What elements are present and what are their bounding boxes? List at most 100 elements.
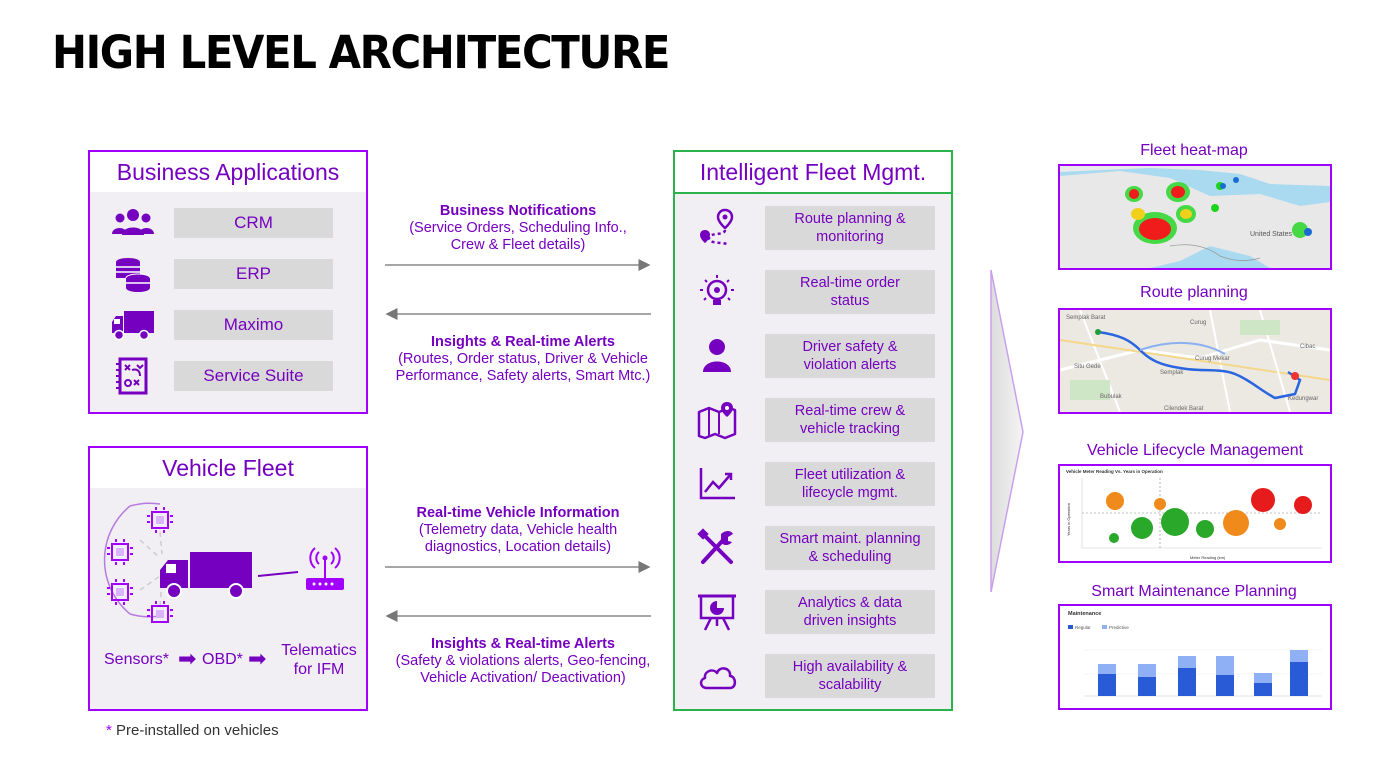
- vehicle-lifecycle-thumbnail: Vehicle Meter Reading Vs. Years in Opera…: [1058, 464, 1332, 563]
- flow-insights-alerts-business: Insights & Real-time Alerts (Routes, Ord…: [395, 334, 651, 384]
- ifm-item-route-planning: Route planning &monitoring: [675, 206, 951, 250]
- map-pin-icon: [697, 402, 737, 440]
- place-label: Situ Gede: [1074, 364, 1101, 370]
- fleet-heatmap-thumbnail: United States: [1058, 164, 1332, 270]
- heat-spot: [1180, 209, 1192, 219]
- bar-regular: [1254, 683, 1272, 696]
- bubble: [1131, 517, 1153, 539]
- ifm-item-driver-safety: Driver safety &violation alerts: [675, 334, 951, 378]
- bar-regular: [1138, 677, 1156, 696]
- vehicle-lifecycle-label: Vehicle Lifecycle Management: [1086, 442, 1304, 459]
- heat-spot: [1304, 228, 1312, 236]
- app-row-crm: CRM: [90, 203, 368, 243]
- cloud-icon: [699, 667, 737, 690]
- ifm-panel: Intelligent Fleet Mgmt. Route planning &…: [673, 150, 953, 711]
- place-label: Curug Mekar: [1195, 356, 1230, 362]
- users-icon: [112, 209, 154, 235]
- map-label: United States: [1250, 231, 1293, 238]
- place-label: Cibac: [1300, 344, 1315, 350]
- asterisk: *: [106, 722, 112, 739]
- bubble: [1196, 520, 1214, 538]
- ifm-label: Route planning &monitoring: [765, 206, 935, 250]
- bar-predictive: [1290, 650, 1308, 662]
- vehicle-sensor-diagram: [103, 502, 344, 623]
- lightbulb-gear-icon: [700, 275, 734, 305]
- smart-maintenance-label: Smart Maintenance Planning: [1091, 583, 1297, 600]
- app-label-crm: CRM: [174, 208, 333, 238]
- bar-regular: [1216, 675, 1234, 696]
- tools-icon: [697, 528, 733, 564]
- truck-icon: [112, 311, 154, 341]
- ifm-label: Driver safety &violation alerts: [765, 334, 935, 378]
- trend-chart-icon: [699, 468, 735, 500]
- bar-regular: [1098, 674, 1116, 696]
- app-label-erp: ERP: [174, 259, 333, 289]
- business-applications-panel: Business Applications CRM: [88, 150, 368, 414]
- ifm-label: High availability &scalability: [765, 654, 935, 698]
- bubble: [1251, 488, 1275, 512]
- bubble: [1109, 533, 1119, 543]
- chart-title: Maintenance: [1068, 611, 1101, 617]
- footnote: * Pre-installed on vehicles: [106, 722, 279, 739]
- place-label: Kedungwar: [1288, 396, 1318, 402]
- bar-regular: [1178, 668, 1196, 696]
- right-arrow-icon: ➡: [178, 646, 197, 671]
- ifm-item-fleet-utilization: Fleet utilization &lifecycle mgmt.: [675, 462, 951, 506]
- truck-icon: [160, 552, 252, 599]
- ifm-label: Smart maint. planning& scheduling: [765, 526, 935, 570]
- heat-spot: [1131, 208, 1145, 220]
- chart-title: Vehicle Meter Reading Vs. Years in Opera…: [1066, 469, 1163, 474]
- obd-label: OBD*: [202, 651, 243, 668]
- heat-spot: [1211, 204, 1219, 212]
- legend-predictive: Predictive: [1109, 625, 1129, 630]
- legend-regular: Regular: [1075, 625, 1091, 630]
- ifm-heading: Intelligent Fleet Mgmt.: [675, 152, 951, 194]
- bubble: [1294, 496, 1312, 514]
- ifm-item-smart-maintenance: Smart maint. planning& scheduling: [675, 526, 951, 570]
- bar-predictive: [1254, 673, 1272, 683]
- vehicle-fleet-panel: Vehicle Fleet: [88, 446, 368, 711]
- bubble: [1106, 492, 1124, 510]
- maintenance-bar-chart: Maintenance Regular Predictive: [1060, 606, 1330, 708]
- heat-spot: [1171, 186, 1185, 198]
- chip-icon: [147, 507, 173, 533]
- app-row-service-suite: Service Suite: [90, 356, 368, 396]
- chip-icon: [107, 579, 133, 605]
- bar-predictive: [1216, 656, 1234, 675]
- bar-predictive: [1098, 664, 1116, 674]
- heat-spot: [1220, 183, 1226, 189]
- y-axis-label: Years in Operation: [1066, 503, 1071, 536]
- app-row-erp: ERP: [90, 254, 368, 294]
- bubble: [1223, 510, 1249, 536]
- strategy-board-icon: [116, 357, 148, 395]
- ifm-label: Fleet utilization &lifecycle mgmt.: [765, 462, 935, 506]
- page-title: HIGH LEVEL ARCHITECTURE: [52, 26, 670, 79]
- right-arrow-icon: ➡: [248, 646, 267, 671]
- route-planning-label: Route planning: [1140, 284, 1248, 301]
- place-label: Curug: [1190, 320, 1206, 326]
- chip-icon: [147, 601, 173, 623]
- app-label-maximo: Maximo: [174, 310, 333, 340]
- smart-maintenance-thumbnail: Maintenance Regular Predictive: [1058, 604, 1332, 710]
- heat-spot: [1129, 189, 1139, 199]
- place-label: Cilendek Barat: [1164, 406, 1204, 412]
- flow-vehicle-information: Real-time Vehicle Information (Telemetry…: [416, 505, 620, 555]
- app-row-maximo: Maximo: [90, 305, 368, 345]
- place-label: Bubulak: [1100, 394, 1123, 400]
- heatmap-map: United States: [1060, 166, 1330, 268]
- route-planning-thumbnail: Semplak Barat Curug Cibac Curug Mekar Si…: [1058, 308, 1332, 414]
- bar-predictive: [1138, 664, 1156, 677]
- telematics-label: Telematics for IFM: [281, 642, 357, 678]
- person-icon: [703, 339, 731, 372]
- flow-arrows: [385, 259, 651, 622]
- flow-business-notifications: Business Notifications (Service Orders, …: [409, 203, 627, 253]
- ifm-label: Real-time crew &vehicle tracking: [765, 398, 935, 442]
- bubble: [1154, 498, 1166, 510]
- presentation-icon: [698, 594, 736, 631]
- ifm-item-high-availability: High availability &scalability: [675, 654, 951, 698]
- chip-icon: [107, 539, 133, 565]
